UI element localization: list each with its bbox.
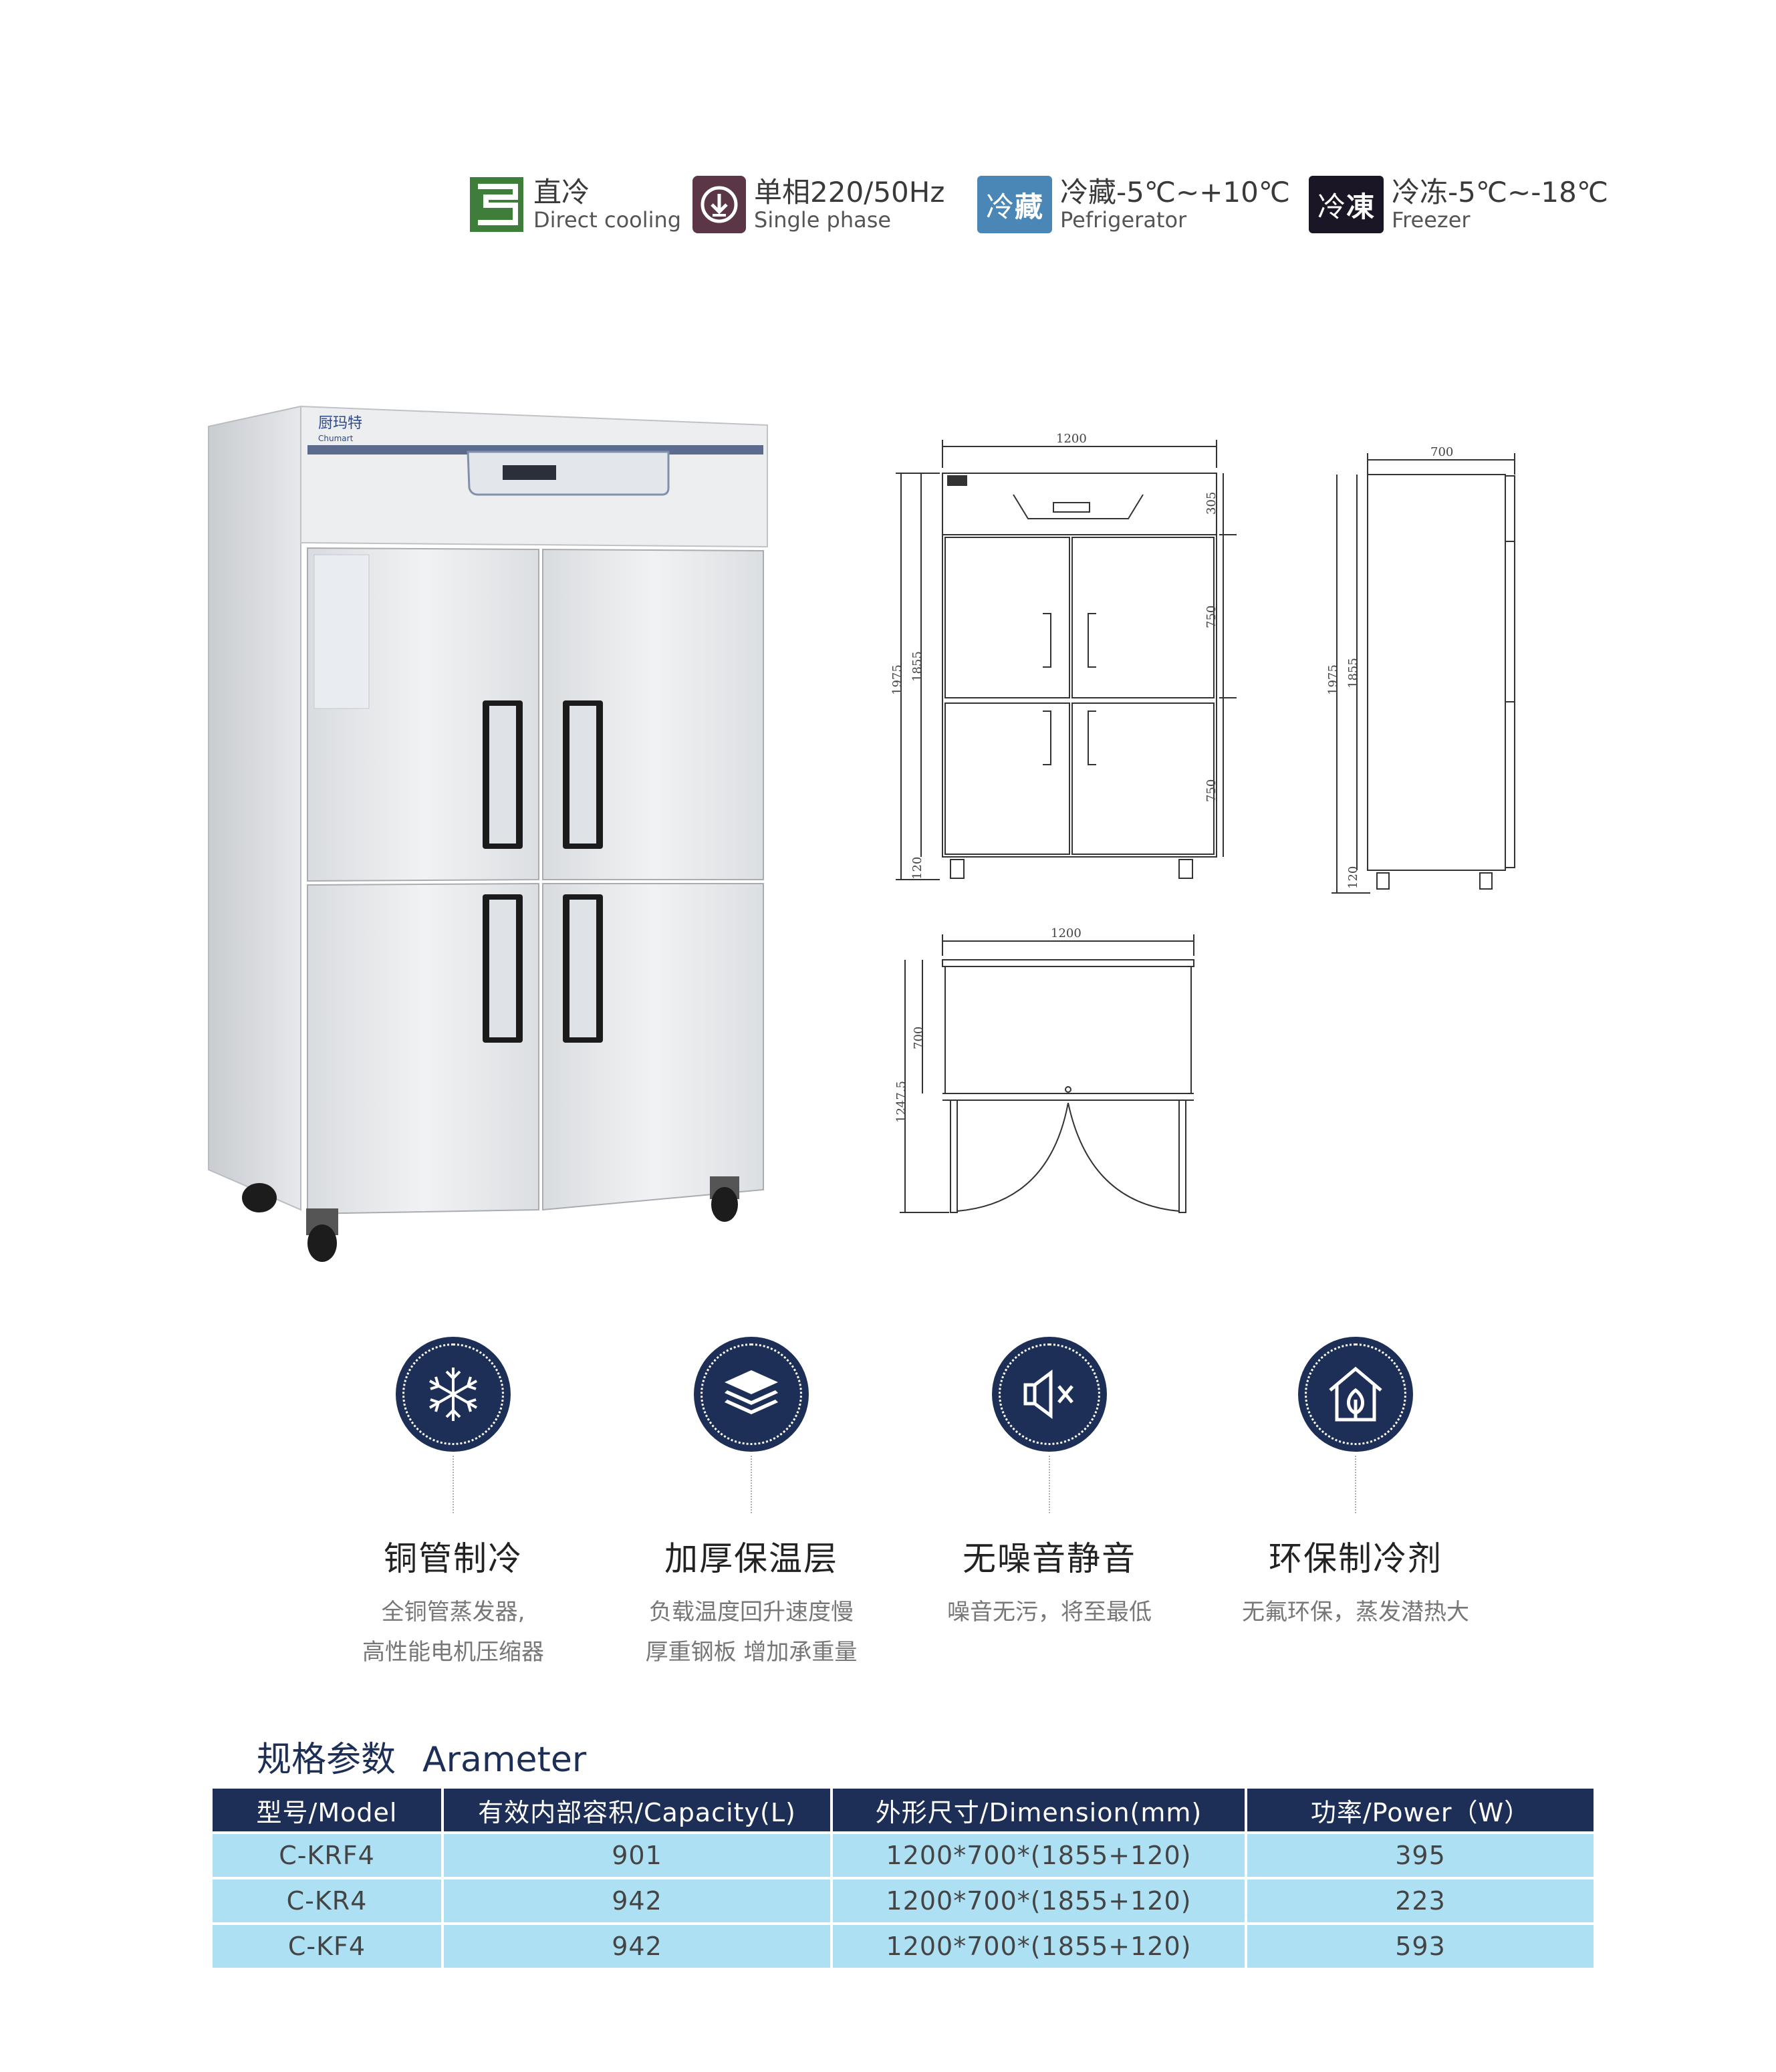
- feature-desc-line: 无氟环保，蒸发潜热大: [1242, 1599, 1469, 1626]
- side-view-drawing: 700 1975 1855 120: [1326, 445, 1515, 894]
- feature-title: 环保制冷剂: [1269, 1539, 1442, 1578]
- table-header-row: 型号/Model 有效内部容积/Capacity(L) 外形尺寸/Dimensi…: [213, 1789, 1594, 1833]
- svg-text:1247.5: 1247.5: [894, 1081, 908, 1123]
- spec-subtitle: Single phase: [754, 207, 892, 233]
- svg-text:1200: 1200: [1051, 926, 1082, 940]
- refrigerator-product-image: 厨玛特 Chumart: [208, 405, 768, 1262]
- table-header-cell: 外形尺寸/Dimension(mm): [830, 1789, 1246, 1833]
- snowflake-icon: [396, 1337, 511, 1452]
- spec-freezer: 冷凍 冷冻-5℃~-18℃ Freezer: [1309, 172, 1608, 237]
- svg-text:1855: 1855: [910, 651, 924, 682]
- feature-silent: 无噪音静音 噪音无污，将至最低: [902, 1337, 1196, 1632]
- feature-thick-insulation: 加厚保温层 负载温度回升速度慢 厚重钢板 增加承重量: [604, 1337, 898, 1672]
- feature-title: 铜管制冷: [384, 1539, 523, 1578]
- spec-direct-cooling: 直冷 Direct cooling: [468, 172, 681, 237]
- spec-title: 直冷: [533, 176, 590, 209]
- svg-text:120: 120: [910, 857, 924, 880]
- svg-text:700: 700: [1430, 445, 1453, 459]
- refrigerate-tag: 冷藏: [977, 176, 1052, 233]
- table-cell: 1200*700*(1855+120): [830, 1831, 1246, 1878]
- table-cell: C-KR4: [213, 1877, 442, 1924]
- brand-logo: 厨玛特 Chumart: [318, 415, 362, 443]
- spec-title: 冷冻-5℃~-18℃: [1392, 176, 1609, 209]
- table-cell: 223: [1245, 1877, 1594, 1924]
- feature-desc-line: 厚重钢板 增加承重量: [645, 1639, 858, 1666]
- svg-text:305: 305: [1204, 492, 1219, 515]
- feature-desc-line: 噪音无污，将至最低: [947, 1599, 1152, 1626]
- eco-house-icon: [1298, 1337, 1413, 1452]
- feature-title: 无噪音静音: [963, 1539, 1136, 1578]
- svg-text:750: 750: [1204, 606, 1219, 628]
- table-row: C-KR4 942 1200*700*(1855+120) 223: [213, 1877, 1594, 1924]
- table-cell: 1200*700*(1855+120): [830, 1922, 1246, 1968]
- front-view-drawing: 1200 1975 1855 305 750 750 120: [890, 432, 1237, 880]
- spec-subtitle: Freezer: [1392, 207, 1471, 233]
- parameter-table: 型号/Model 有效内部容积/Capacity(L) 外形尺寸/Dimensi…: [213, 1789, 1594, 1968]
- layers-icon: [694, 1337, 809, 1452]
- mute-icon: [992, 1337, 1107, 1452]
- svg-text:Chumart: Chumart: [318, 434, 354, 443]
- table-header-cell: 型号/Model: [213, 1789, 442, 1833]
- table-cell: 395: [1245, 1831, 1594, 1878]
- spec-title: 单相220/50Hz: [754, 176, 945, 209]
- feature-desc-line: 高性能电机压缩器: [362, 1639, 544, 1666]
- feature-copper-cooling: 铜管制冷 全铜管蒸发器, 高性能电机压缩器: [306, 1337, 600, 1672]
- table-row: C-KRF4 901 1200*700*(1855+120) 395: [213, 1831, 1594, 1878]
- plug-download-icon: [692, 176, 746, 233]
- svg-text:1855: 1855: [1346, 658, 1360, 688]
- svg-text:1975: 1975: [1326, 664, 1340, 695]
- feature-eco-refrigerant: 环保制冷剂 无氟环保，蒸发潜热大: [1209, 1337, 1503, 1632]
- table-cell: 942: [441, 1922, 832, 1968]
- table-header-cell: 有效内部容积/Capacity(L): [441, 1789, 832, 1833]
- spec-refrigerator: 冷藏 冷藏-5℃~+10℃ Pefrigerator: [977, 172, 1290, 237]
- feature-desc-line: 全铜管蒸发器,: [381, 1599, 525, 1626]
- feature-title: 加厚保温层: [664, 1539, 838, 1578]
- spec-subtitle: Pefrigerator: [1060, 207, 1187, 233]
- spec-subtitle: Direct cooling: [533, 207, 682, 233]
- svg-text:1200: 1200: [1056, 432, 1087, 446]
- table-cell: 901: [441, 1831, 832, 1878]
- feature-desc-line: 负载温度回升速度慢: [649, 1599, 854, 1626]
- table-cell: 1200*700*(1855+120): [830, 1877, 1246, 1924]
- svg-text:700: 700: [912, 1027, 926, 1049]
- table-row: C-KF4 942 1200*700*(1855+120) 593: [213, 1922, 1594, 1968]
- table-cell: 593: [1245, 1922, 1594, 1968]
- svg-text:1975: 1975: [890, 664, 904, 695]
- table-cell: 942: [441, 1877, 832, 1924]
- svg-text:120: 120: [1346, 866, 1360, 889]
- freeze-tag: 冷凍: [1309, 176, 1384, 233]
- svg-text:750: 750: [1204, 779, 1219, 802]
- svg-text:厨玛特: 厨玛特: [318, 415, 362, 432]
- table-cell: C-KF4: [213, 1922, 442, 1968]
- spec-single-phase: 单相220/50Hz Single phase: [692, 172, 944, 237]
- top-view-drawing: 1200 700 1247.5: [894, 926, 1194, 1213]
- spec-title: 冷藏-5℃~+10℃: [1060, 176, 1291, 209]
- table-cell: C-KRF4: [213, 1831, 442, 1878]
- table-header-cell: 功率/Power（W）: [1245, 1789, 1594, 1833]
- direct-cooling-icon: [468, 176, 525, 233]
